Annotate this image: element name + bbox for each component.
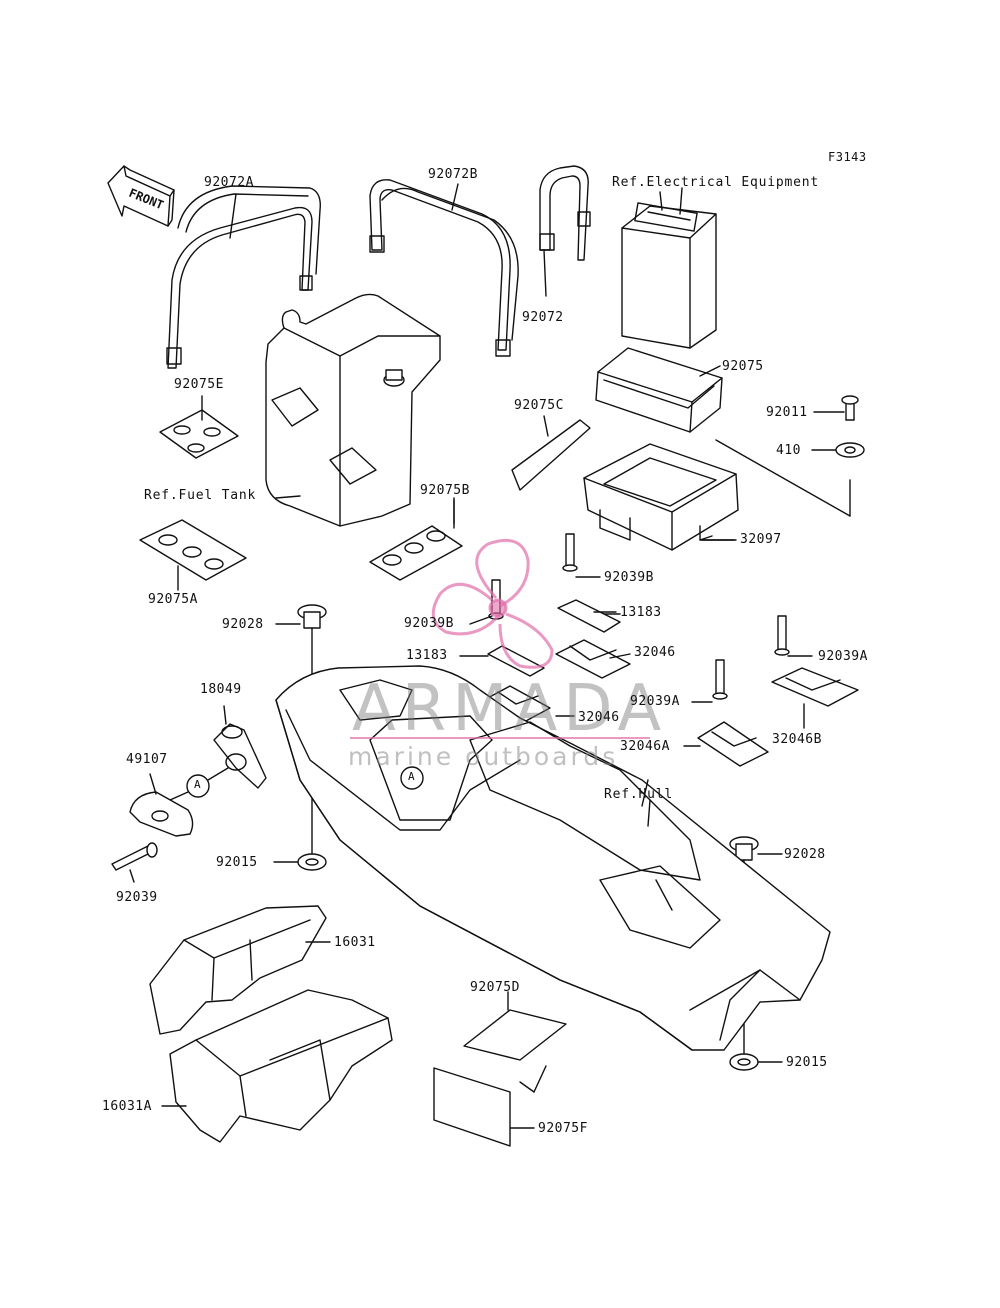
washer-410 — [811, 442, 865, 458]
strap-92072b — [369, 179, 519, 357]
screw-92011 — [813, 395, 859, 421]
part-label-92075f: 92075F — [538, 1121, 588, 1136]
part-label-92072a: 92072A — [204, 175, 254, 190]
knob-18049 — [213, 705, 267, 789]
part-label-92075e: 92075E — [174, 377, 224, 392]
part-label-32046b: 32046B — [772, 732, 822, 747]
ref-electrical-equipment: Ref.Electrical Equipment — [612, 175, 820, 190]
bracket-13183-a — [557, 599, 621, 633]
part-label-92075b: 92075B — [420, 483, 470, 498]
part-label-16031: 16031 — [334, 935, 376, 950]
part-label-92039a-b: 92039A — [630, 694, 680, 709]
plate-32046b — [771, 667, 859, 729]
nut-92015-a — [273, 789, 327, 871]
part-label-32046a: 32046A — [620, 739, 670, 754]
sheet-92075d — [463, 991, 567, 1093]
clamp-32046-a — [555, 639, 631, 679]
bolt-92039a-b — [691, 659, 728, 703]
part-label-92015-b: 92015 — [786, 1055, 828, 1070]
part-label-92072: 92072 — [522, 310, 564, 325]
pad-92075e — [159, 395, 239, 459]
part-label-13183-b: 13183 — [406, 648, 448, 663]
part-label-92011: 92011 — [766, 405, 808, 420]
circle-marker-label-right: A — [408, 770, 416, 783]
part-label-32046-b: 32046 — [578, 710, 620, 725]
part-label-92075a: 92075A — [148, 592, 198, 607]
battery-case-32097 — [583, 439, 851, 551]
part-label-32046-a: 32046 — [634, 645, 676, 660]
watermark-subtitle: marine outboards — [348, 742, 619, 771]
cover-49107 — [129, 773, 194, 837]
bolt-92039b-a — [562, 533, 601, 578]
strap-92072 — [539, 165, 591, 297]
part-label-92039b-b: 92039B — [404, 616, 454, 631]
battery-pad-92075 — [595, 347, 723, 433]
part-label-92039: 92039 — [116, 890, 158, 905]
front-arrow-icon: FRONT — [107, 165, 175, 227]
ref-hull: Ref.Hull — [604, 787, 674, 802]
part-label-92028-b: 92028 — [784, 847, 826, 862]
watermark-title: ARMADA — [352, 672, 668, 746]
part-label-13183-a: 13183 — [620, 605, 662, 620]
cover-16031a — [161, 989, 393, 1143]
bolt-92039 — [111, 842, 158, 883]
part-label-92028-a: 92028 — [222, 617, 264, 632]
part-label-410: 410 — [776, 443, 801, 458]
circle-marker-label-left: A — [194, 778, 202, 791]
plate-32046a — [683, 721, 769, 767]
part-label-92039b-a: 92039B — [604, 570, 654, 585]
battery — [621, 187, 717, 349]
part-label-92072b: 92072B — [428, 167, 478, 182]
part-label-18049: 18049 — [200, 682, 242, 697]
circle-marker-a-right — [400, 766, 424, 790]
strap-92072a — [166, 185, 321, 369]
part-label-92015-a: 92015 — [216, 855, 258, 870]
part-label-92075c: 92075C — [514, 398, 564, 413]
hull — [275, 665, 831, 1051]
leader-lines — [229, 183, 735, 827]
circle-marker-a-left — [169, 767, 229, 801]
part-label-92075: 92075 — [722, 359, 764, 374]
part-label-49107: 49107 — [126, 752, 168, 767]
part-label-92075d: 92075D — [470, 980, 520, 995]
part-label-92039a-a: 92039A — [818, 649, 868, 664]
part-label-32097: 32097 — [740, 532, 782, 547]
pad-92075a — [139, 519, 247, 591]
ref-fuel-tank: Ref.Fuel Tank — [144, 488, 257, 503]
figure-code: F3143 — [828, 150, 867, 164]
cover-16031 — [149, 905, 331, 1035]
watermark-propeller-icon — [431, 539, 554, 669]
part-label-16031a: 16031A — [102, 1099, 152, 1114]
sheet-92075f — [433, 1067, 535, 1147]
fuel-tank — [265, 293, 441, 527]
bolt-92039a-a — [774, 615, 813, 657]
pad-92075c — [511, 415, 591, 491]
